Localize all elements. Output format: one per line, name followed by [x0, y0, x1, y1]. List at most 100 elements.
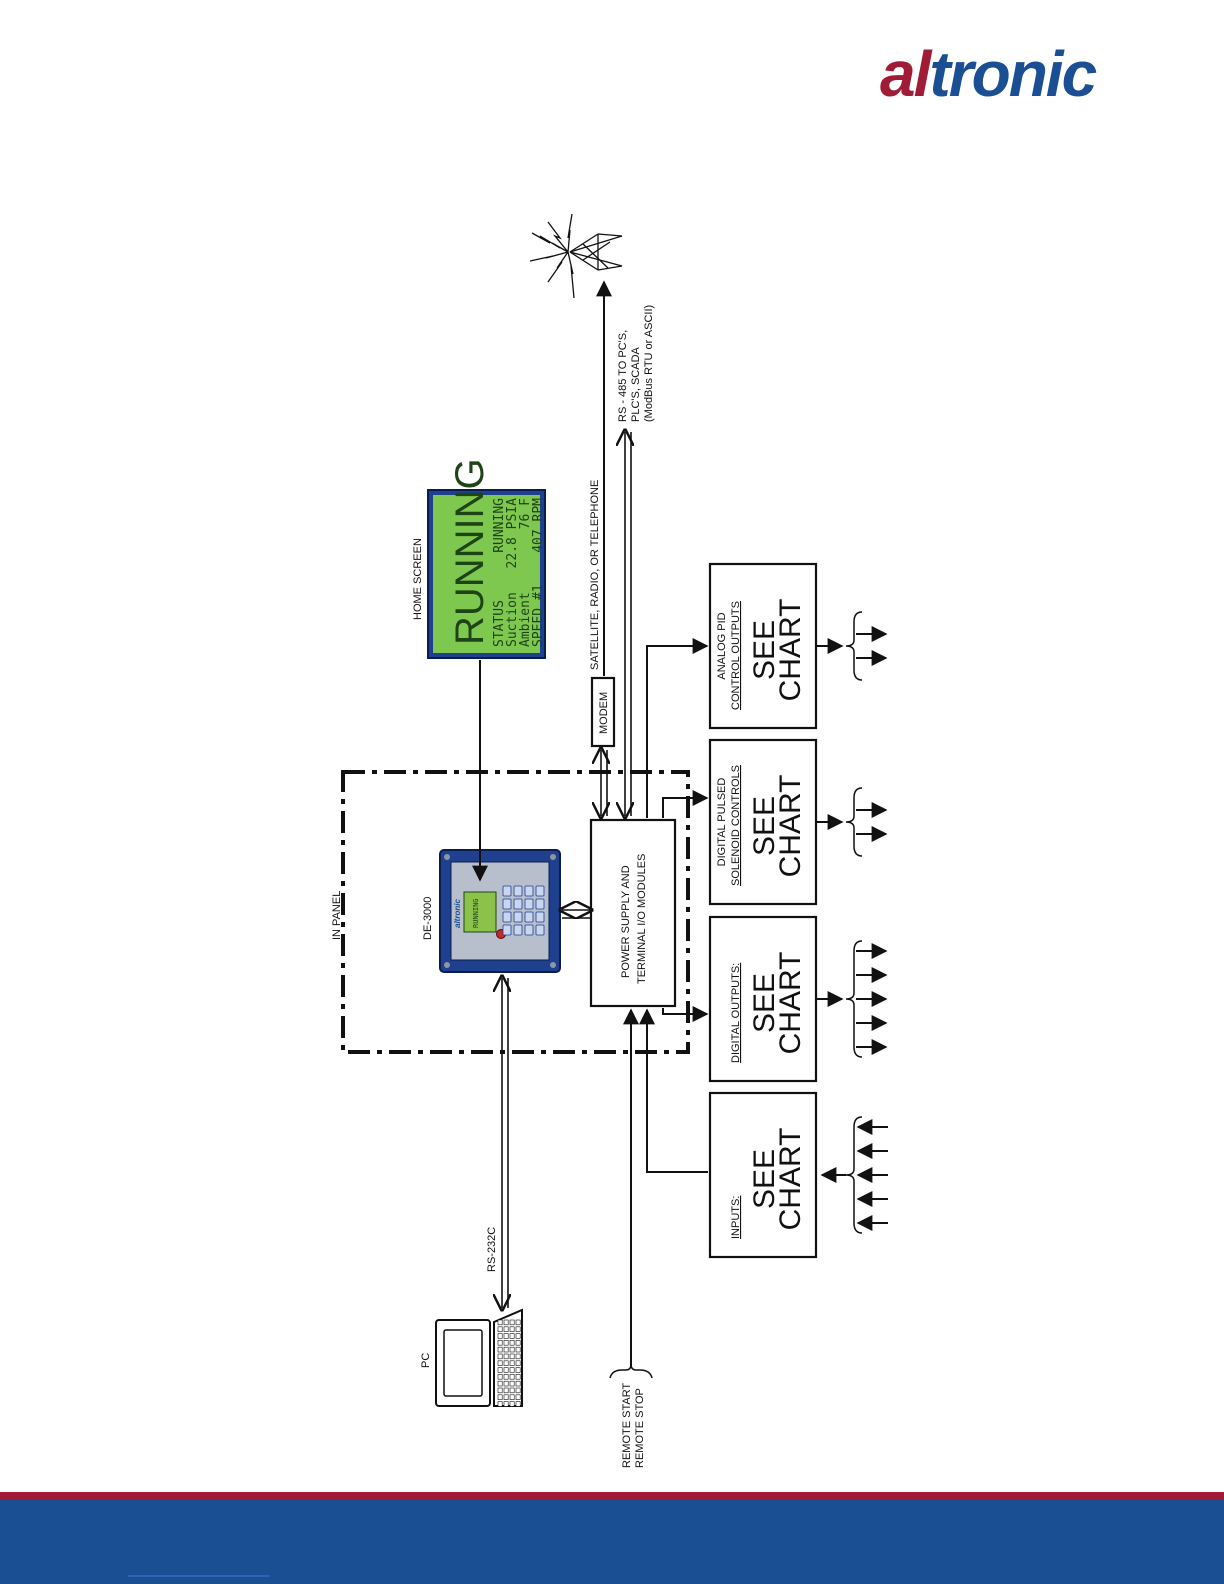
power-to-analog-arrow — [646, 638, 709, 818]
radio-tower-icon — [529, 213, 623, 299]
rs232c-label: RS-232C — [486, 1227, 498, 1272]
laptop-key — [509, 1401, 515, 1407]
power-supply-line2: TERMINAL I/O MODULES — [636, 854, 648, 984]
laptop-key — [503, 1353, 509, 1360]
inputs-to-power-arrow — [639, 1008, 708, 1173]
home-screen-label: HOME SCREEN — [412, 538, 424, 620]
laptop-key — [503, 1394, 509, 1400]
laptop-key — [503, 1401, 509, 1407]
laptop-key — [497, 1401, 503, 1407]
chart-box-brace — [845, 611, 863, 681]
chart-box-brace — [845, 940, 863, 1058]
laptop-key — [503, 1346, 509, 1353]
lcd-row-label: Suction — [505, 592, 520, 647]
laptop-key — [509, 1333, 515, 1339]
device-lcd — [463, 891, 497, 933]
laptop-key — [509, 1374, 515, 1380]
chart-box-see: SEE — [748, 973, 781, 1033]
chart-box-chart: CHART — [774, 775, 807, 878]
laptop-key — [509, 1360, 515, 1366]
modem-box[interactable] — [590, 676, 616, 748]
keypad-key[interactable] — [502, 924, 512, 936]
logo-tronic: tronic — [929, 38, 1096, 110]
altronic-logo: altronic — [880, 38, 1099, 110]
de3000-label: DE-3000 — [422, 897, 434, 940]
chart-box-see: SEE — [748, 620, 781, 680]
keypad-key[interactable] — [535, 898, 545, 910]
laptop-key — [497, 1367, 503, 1373]
remote-start-label: REMOTE START — [621, 1383, 633, 1468]
chart-box-chart: CHART — [774, 1128, 807, 1231]
laptop-key — [497, 1380, 503, 1387]
laptop-key — [497, 1346, 503, 1353]
lcd-row-label: SPEED #1 — [531, 584, 546, 647]
device-keypad[interactable] — [502, 885, 545, 936]
keypad-key[interactable] — [524, 911, 534, 923]
lcd-big-status: RUNNING — [448, 458, 492, 645]
keypad-key[interactable] — [513, 885, 523, 897]
laptop-key — [503, 1333, 509, 1339]
power-supply-box[interactable] — [589, 818, 677, 1008]
laptop-key — [509, 1387, 515, 1394]
logo-al: al — [880, 38, 933, 110]
laptop-key — [503, 1387, 509, 1394]
in-panel-boundary — [341, 770, 690, 1054]
device-screen-text: RUNNING — [472, 898, 480, 928]
laptop-key — [515, 1394, 521, 1400]
chart-box-title2: CONTROL OUTPUTS — [730, 601, 742, 710]
keypad-key[interactable] — [502, 898, 512, 910]
keypad-key[interactable] — [535, 885, 545, 897]
laptop-key — [515, 1401, 521, 1407]
power-to-digital-arrow — [662, 1006, 709, 1022]
keypad-key[interactable] — [524, 898, 534, 910]
chart-box-title2: INPUTS: — [730, 1196, 742, 1239]
chart-box-title1: ANALOG PID — [716, 612, 728, 679]
remote-brace — [609, 1363, 653, 1379]
chart-box-title2: DIGITAL OUTPUTS: — [730, 963, 742, 1063]
laptop-key — [509, 1380, 515, 1387]
laptop-key — [515, 1353, 521, 1360]
keypad-key[interactable] — [524, 885, 534, 897]
chart-box-chart: CHART — [774, 952, 807, 1055]
laptop-key — [503, 1360, 509, 1366]
keypad-key[interactable] — [513, 898, 523, 910]
laptop-key — [503, 1319, 509, 1326]
chart-box-chart: CHART — [774, 599, 807, 702]
keypad-key[interactable] — [513, 911, 523, 923]
keypad-key[interactable] — [502, 911, 512, 923]
keypad-key[interactable] — [513, 924, 523, 936]
keypad-key[interactable] — [524, 924, 534, 936]
laptop-key — [503, 1367, 509, 1373]
laptop-key — [515, 1387, 521, 1394]
keypad-key[interactable] — [535, 924, 545, 936]
lcd-row-value: 407 RPM — [531, 498, 546, 553]
laptop-key — [515, 1374, 521, 1380]
laptop-key — [509, 1340, 515, 1346]
chart-box-title2: SOLENOID CONTROLS — [730, 765, 742, 886]
lcd-row-value: 76 F — [518, 498, 533, 529]
laptop-key — [509, 1346, 515, 1353]
svg-text:altronic: altronic — [880, 38, 1097, 110]
keypad-key[interactable] — [535, 911, 545, 923]
rs485-line1: RS - 485 TO PC'S, — [617, 330, 629, 422]
chart-box-frame — [708, 1091, 818, 1259]
keypad-key[interactable] — [502, 885, 512, 897]
device-logo: altronic — [453, 899, 462, 928]
laptop-key — [497, 1326, 503, 1332]
laptop-key — [509, 1353, 515, 1360]
footer-accent-stripe — [0, 1492, 1224, 1500]
lcd-row-value: RUNNING — [492, 498, 507, 553]
rs485-line2: PLC'S, SCADA — [630, 346, 642, 422]
de3000-device[interactable]: RUNNING altronic — [439, 849, 561, 973]
laptop-key — [503, 1326, 509, 1332]
laptop-key — [497, 1374, 503, 1380]
footer-band — [0, 1500, 1224, 1584]
laptop-key — [509, 1326, 515, 1332]
laptop-key — [515, 1380, 521, 1387]
chart-box-see: SEE — [748, 796, 781, 856]
